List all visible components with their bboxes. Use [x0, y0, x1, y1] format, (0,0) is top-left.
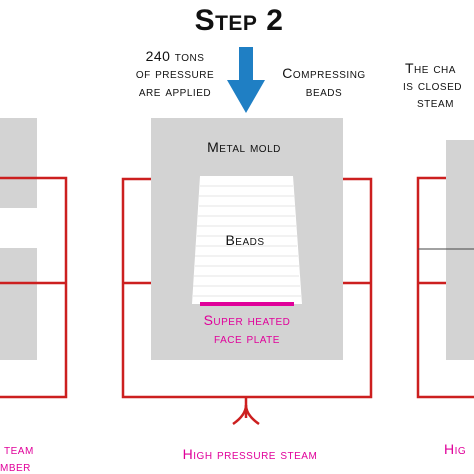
beads-texture: [193, 185, 301, 297]
pressure-text-line2: of pressure: [136, 65, 214, 81]
pressure-text-line3: are applied: [139, 83, 211, 99]
down-arrow-icon: [227, 47, 265, 113]
face-plate-label-line2: face plate: [214, 330, 280, 346]
right-assembly: [416, 140, 474, 399]
right-note-line2: is closed: [403, 77, 462, 93]
compress-text-line1: Compressing: [282, 65, 365, 81]
pressure-text-line1: 240 tons: [146, 48, 205, 64]
metal-mold-label: Metal mold: [207, 139, 281, 155]
left-assembly: [0, 118, 68, 399]
step-title: Step 2: [195, 4, 284, 37]
left-steam-line1: team: [4, 441, 34, 457]
compress-text-line2: beads: [306, 83, 342, 99]
right-note-line3: steam: [417, 94, 454, 110]
face-plate-label-line1: Super heated: [204, 312, 291, 328]
right-note-line1: The cha: [405, 60, 456, 76]
steam-label: High pressure steam: [183, 446, 318, 462]
left-steam-line2: mber: [0, 458, 31, 474]
center-assembly: [121, 118, 373, 426]
beads-label: Beads: [225, 232, 264, 248]
right-steam-label: Hig: [444, 441, 466, 457]
face-plate: [200, 302, 294, 306]
beads-cavity: [192, 176, 302, 304]
